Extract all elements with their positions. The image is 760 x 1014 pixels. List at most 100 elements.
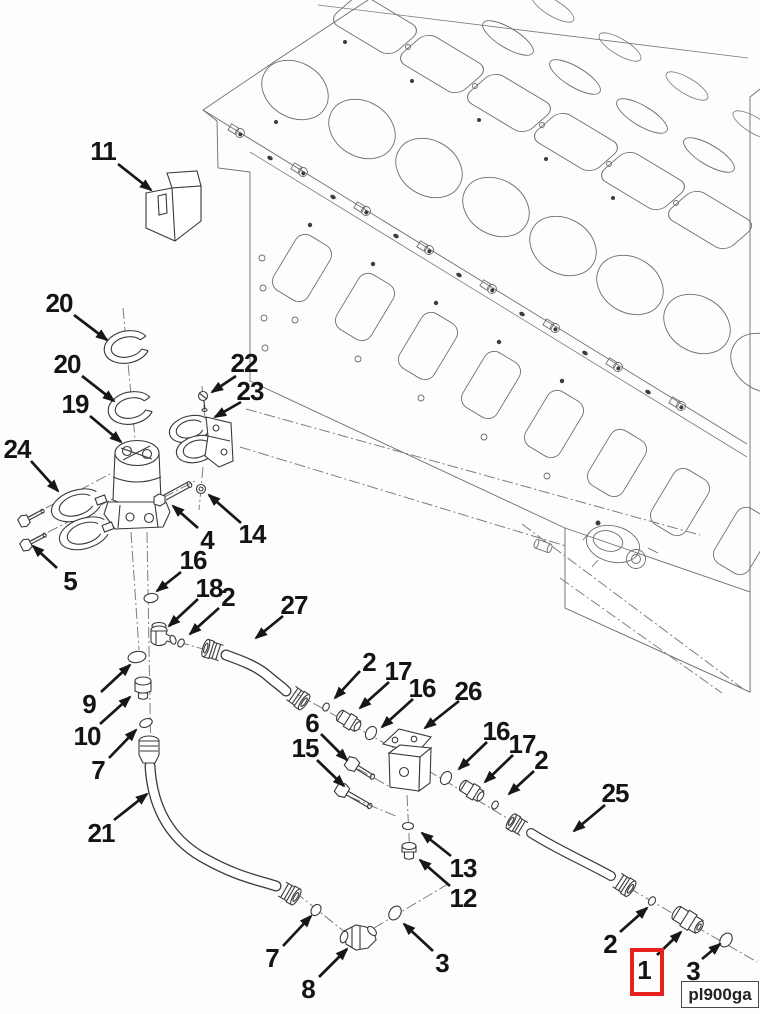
part-2-oring-c (491, 800, 499, 810)
callout-20[interactable]: 20 (45, 288, 74, 318)
part-8-elbow (339, 924, 377, 951)
callout-16[interactable]: 16 (482, 716, 511, 746)
part-13-oring (401, 821, 415, 831)
callout-3[interactable]: 3 (686, 956, 701, 986)
callout-arrow-22 (210, 374, 237, 394)
part-7-oring (139, 718, 153, 728)
callout-arrow-2 (507, 770, 535, 796)
callout-5[interactable]: 5 (63, 566, 78, 596)
callout-24[interactable]: 24 (3, 434, 32, 464)
callout-17[interactable]: 17 (508, 729, 537, 759)
part-23-clamp-bracket (168, 414, 234, 468)
callout-3[interactable]: 3 (435, 948, 450, 978)
part-25-hose (505, 813, 637, 898)
part-2-oring-b (322, 702, 330, 712)
callout-2[interactable]: 2 (603, 929, 618, 959)
crankcase-windows (272, 233, 760, 576)
parts (17, 170, 733, 951)
callout-arrow-2 (333, 670, 361, 700)
callout-26[interactable]: 26 (454, 676, 483, 706)
callout-14[interactable]: 14 (238, 519, 267, 549)
callout-17[interactable]: 17 (384, 656, 413, 686)
deck-openings (333, 0, 752, 249)
callout-arrow-16 (380, 697, 414, 729)
figure-code-box: pl900ga (681, 981, 759, 1008)
callout-25[interactable]: 25 (601, 778, 630, 808)
callout-arrow-21 (113, 792, 149, 822)
callout-2[interactable]: 2 (362, 647, 377, 677)
fuel-pump (582, 524, 659, 569)
callout-arrow-16 (155, 570, 182, 593)
callout-arrow-9 (100, 663, 132, 693)
callout-arrow-23 (213, 400, 242, 419)
callout-arrow-5 (31, 544, 58, 569)
callout-10[interactable]: 10 (73, 721, 102, 751)
callout-8[interactable]: 8 (301, 974, 316, 1004)
callout-13[interactable]: 13 (449, 853, 478, 883)
part-5-bolts (17, 508, 47, 552)
callout-15[interactable]: 15 (291, 733, 320, 763)
callout-18[interactable]: 18 (195, 573, 224, 603)
part-4-bolt (153, 481, 193, 507)
callout-arrow-3 (402, 922, 434, 952)
callout-2[interactable]: 2 (534, 745, 549, 775)
callout-22[interactable]: 22 (230, 348, 259, 378)
callout-20[interactable]: 20 (53, 349, 82, 379)
fuel-gallery (227, 123, 686, 411)
callout-arrow-16 (457, 741, 488, 771)
part-14-washer (195, 483, 207, 495)
part-9-oring (127, 650, 147, 664)
callout-4[interactable]: 4 (200, 525, 215, 555)
callout-arrow-12 (418, 858, 451, 888)
highlight-box (630, 948, 664, 996)
callout-7[interactable]: 7 (265, 943, 280, 973)
callout-11[interactable]: 11 (90, 136, 116, 166)
callout-6[interactable]: 6 (305, 708, 320, 738)
callout-21[interactable]: 21 (87, 818, 116, 848)
callout-9[interactable]: 9 (82, 689, 97, 719)
callout-16[interactable]: 16 (179, 545, 208, 575)
callout-arrow-11 (117, 162, 153, 192)
part-16-oring (143, 592, 159, 604)
part-10-fitting (134, 676, 152, 700)
callout-arrow-7 (282, 914, 313, 947)
part-1-connector (671, 905, 704, 935)
callout-arrow-6 (320, 733, 349, 762)
part-24-clamp (50, 488, 115, 551)
callout-19[interactable]: 19 (61, 389, 90, 419)
callout-16[interactable]: 16 (408, 673, 437, 703)
callout-arrow-2 (188, 606, 220, 636)
part-17-fitting-right (458, 779, 485, 803)
callout-arrow-17 (483, 754, 514, 784)
callout-27[interactable]: 27 (280, 590, 309, 620)
callout-2[interactable]: 2 (221, 582, 236, 612)
callout-arrow-18 (167, 598, 199, 628)
part-2-oring-d (647, 896, 657, 906)
callout-arrow-10 (99, 695, 132, 726)
part-16-oring-c (439, 770, 453, 786)
part-20-ring-upper (103, 330, 149, 364)
part-19-filter-head (103, 439, 171, 530)
callout-23[interactable]: 23 (236, 376, 265, 406)
part-20-ring-lower (107, 391, 153, 425)
callout-arrow-15 (316, 759, 346, 788)
callout-arrow-13 (420, 831, 452, 858)
callout-arrow-14 (207, 493, 242, 525)
callout-arrow-8 (318, 947, 349, 978)
part-21-hose (138, 735, 302, 906)
callout-1-highlighted[interactable]: 1 (637, 955, 652, 985)
callout-12[interactable]: 12 (449, 883, 478, 913)
callout-arrow-4 (171, 504, 199, 530)
part-11-bracket (145, 170, 202, 242)
callout-arrow-20 (81, 374, 116, 403)
callout-arrow-24 (29, 460, 60, 493)
part-16-oring-b (364, 725, 378, 741)
callout-7[interactable]: 7 (91, 755, 106, 785)
mounting-stud (533, 538, 553, 554)
part-27-hose (201, 638, 311, 711)
callout-arrow-7 (108, 728, 138, 759)
far-bank-openings (482, 0, 760, 173)
